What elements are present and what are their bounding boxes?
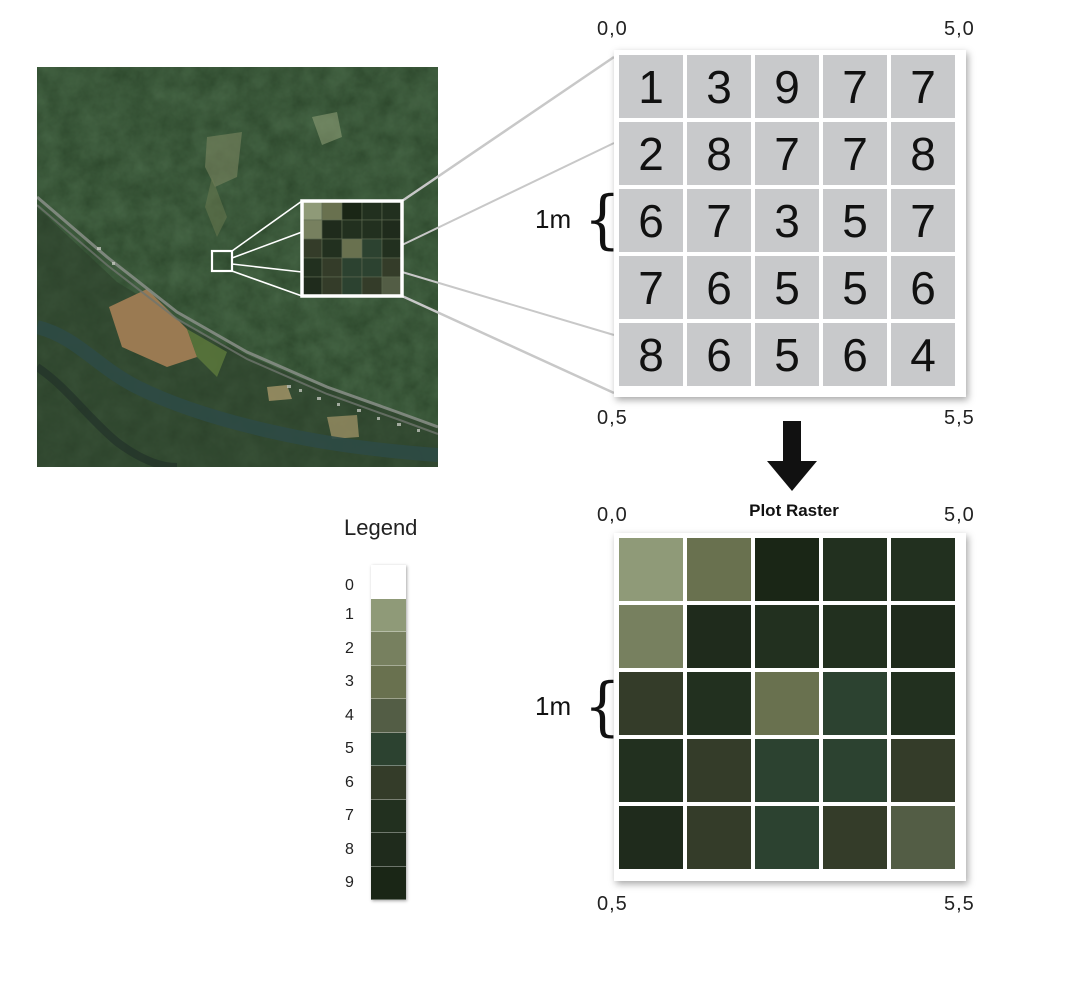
plot-grid-scale-label: 1m	[535, 691, 572, 721]
value-cell: 8	[891, 122, 955, 185]
raster-cell	[755, 806, 819, 869]
legend-swatch	[371, 866, 406, 900]
value-cell: 7	[687, 189, 751, 252]
legend-label: 6	[345, 773, 354, 791]
value-cell: 6	[687, 256, 751, 319]
value-cell: 5	[823, 189, 887, 252]
raster-cell	[619, 605, 683, 668]
raster-cell	[891, 806, 955, 869]
raster-cell	[619, 538, 683, 601]
raster-cell	[755, 538, 819, 601]
legend-color-bar	[371, 565, 406, 900]
legend-swatch	[371, 799, 406, 833]
value-cell: 6	[823, 323, 887, 386]
legend-swatch	[371, 766, 406, 800]
value-cell: 7	[823, 55, 887, 118]
down-arrow-icon	[767, 421, 817, 491]
value-grid-corner-top-left: 0,0	[597, 18, 628, 40]
legend-label: 9	[345, 874, 354, 892]
value-cell: 3	[755, 189, 819, 252]
legend-label: 5	[345, 740, 354, 758]
legend-swatch	[371, 732, 406, 766]
raster-cell	[823, 806, 887, 869]
legend-label: 3	[345, 673, 354, 691]
raster-cell	[755, 672, 819, 735]
plot-grid-corner-top-right: 5,0	[944, 504, 975, 526]
plot-grid-corner-top-left: 0,0	[597, 504, 628, 526]
value-cell: 8	[619, 323, 683, 386]
raster-cell	[891, 739, 955, 802]
value-cell: 5	[823, 256, 887, 319]
legend-swatch	[371, 699, 406, 733]
legend-title: Legend	[344, 515, 418, 540]
raster-cell	[755, 605, 819, 668]
raster-cell	[687, 538, 751, 601]
value-cell: 3	[687, 55, 751, 118]
brace-icon: {	[584, 183, 621, 257]
raster-cell	[619, 806, 683, 869]
brace-icon: {	[584, 670, 621, 744]
legend-label: 4	[345, 706, 354, 724]
raster-cell	[687, 806, 751, 869]
value-cell: 6	[687, 323, 751, 386]
raster-cell	[755, 739, 819, 802]
aerial-satellite-image	[37, 67, 438, 467]
value-cell: 5	[755, 323, 819, 386]
raster-cell	[891, 538, 955, 601]
value-cell: 7	[891, 55, 955, 118]
legend-label: 0	[345, 576, 354, 594]
value-cell: 5	[755, 256, 819, 319]
raster-cell	[619, 672, 683, 735]
value-cell: 7	[823, 122, 887, 185]
legend-label: 8	[345, 840, 354, 858]
legend-swatch	[371, 598, 406, 632]
legend-label: 2	[345, 639, 354, 657]
raster-cell	[619, 739, 683, 802]
plot-raster-title: Plot Raster	[749, 501, 839, 520]
value-cell: 2	[619, 122, 683, 185]
value-grid-corner-bottom-right: 5,5	[944, 407, 975, 429]
value-cell: 4	[891, 323, 955, 386]
value-cell: 9	[755, 55, 819, 118]
raster-cell	[823, 739, 887, 802]
raster-cell	[687, 672, 751, 735]
raster-cell	[687, 739, 751, 802]
value-cell: 6	[619, 189, 683, 252]
legend-label: 7	[345, 807, 354, 825]
raster-cell	[687, 605, 751, 668]
legend-swatch	[371, 565, 406, 599]
value-grid-corner-bottom-left: 0,5	[597, 407, 628, 429]
value-cell: 1	[619, 55, 683, 118]
raster-cell	[891, 672, 955, 735]
plot-grid-corner-bottom-right: 5,5	[944, 893, 975, 915]
value-cell: 8	[687, 122, 751, 185]
raster-cell	[891, 605, 955, 668]
plot-raster-grid	[614, 533, 966, 881]
legend-swatch	[371, 665, 406, 699]
value-cell: 6	[891, 256, 955, 319]
plot-grid-corner-bottom-left: 0,5	[597, 893, 628, 915]
value-grid-scale-label: 1m	[535, 204, 572, 234]
raster-cell	[823, 538, 887, 601]
raster-cell	[823, 605, 887, 668]
value-grid-corner-top-right: 5,0	[944, 18, 975, 40]
legend-label: 1	[345, 606, 354, 624]
value-cell: 7	[619, 256, 683, 319]
legend-swatch	[371, 833, 406, 867]
legend-swatch	[371, 632, 406, 666]
value-cell: 7	[891, 189, 955, 252]
raster-cell	[823, 672, 887, 735]
value-cell: 7	[755, 122, 819, 185]
